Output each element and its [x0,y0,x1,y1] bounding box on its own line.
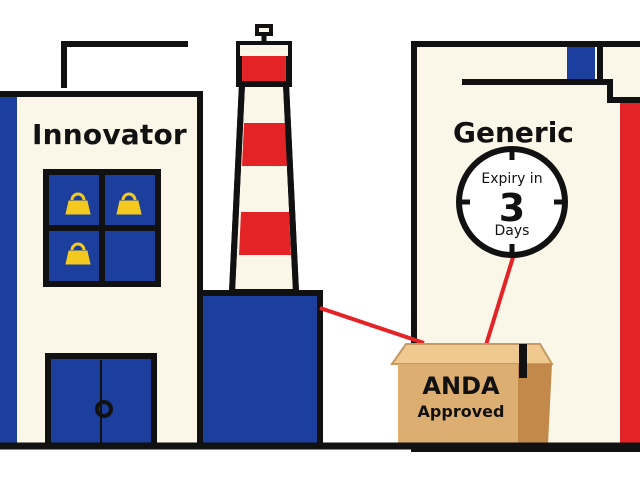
generic-red-stripe [620,100,640,446]
clock-text-top: Expiry in [481,171,543,187]
innovator-roof-line [61,41,188,88]
generic-label: Generic [453,116,574,149]
padlock-icon [65,242,91,265]
padlock-icon [65,192,91,215]
clock-text-bottom: Days [494,223,530,239]
factory-block [197,290,323,449]
box-title: ANDA [422,372,500,400]
door-knob-icon [95,400,113,418]
clock-number: 3 [498,186,526,230]
generic-blue-accent [567,47,595,81]
innovator-door [45,353,157,449]
box-subtitle: Approved [417,402,505,421]
connector-line [484,253,516,346]
anda-box [390,343,554,444]
innovator-window [43,169,161,287]
smokestack [228,24,300,295]
connector-line [319,306,425,345]
clock-icon [456,146,568,258]
innovator-label: Innovator [32,118,187,151]
padlock-icon [116,192,142,215]
innovator-building [0,41,203,449]
innovator-blue-stripe [0,97,17,443]
